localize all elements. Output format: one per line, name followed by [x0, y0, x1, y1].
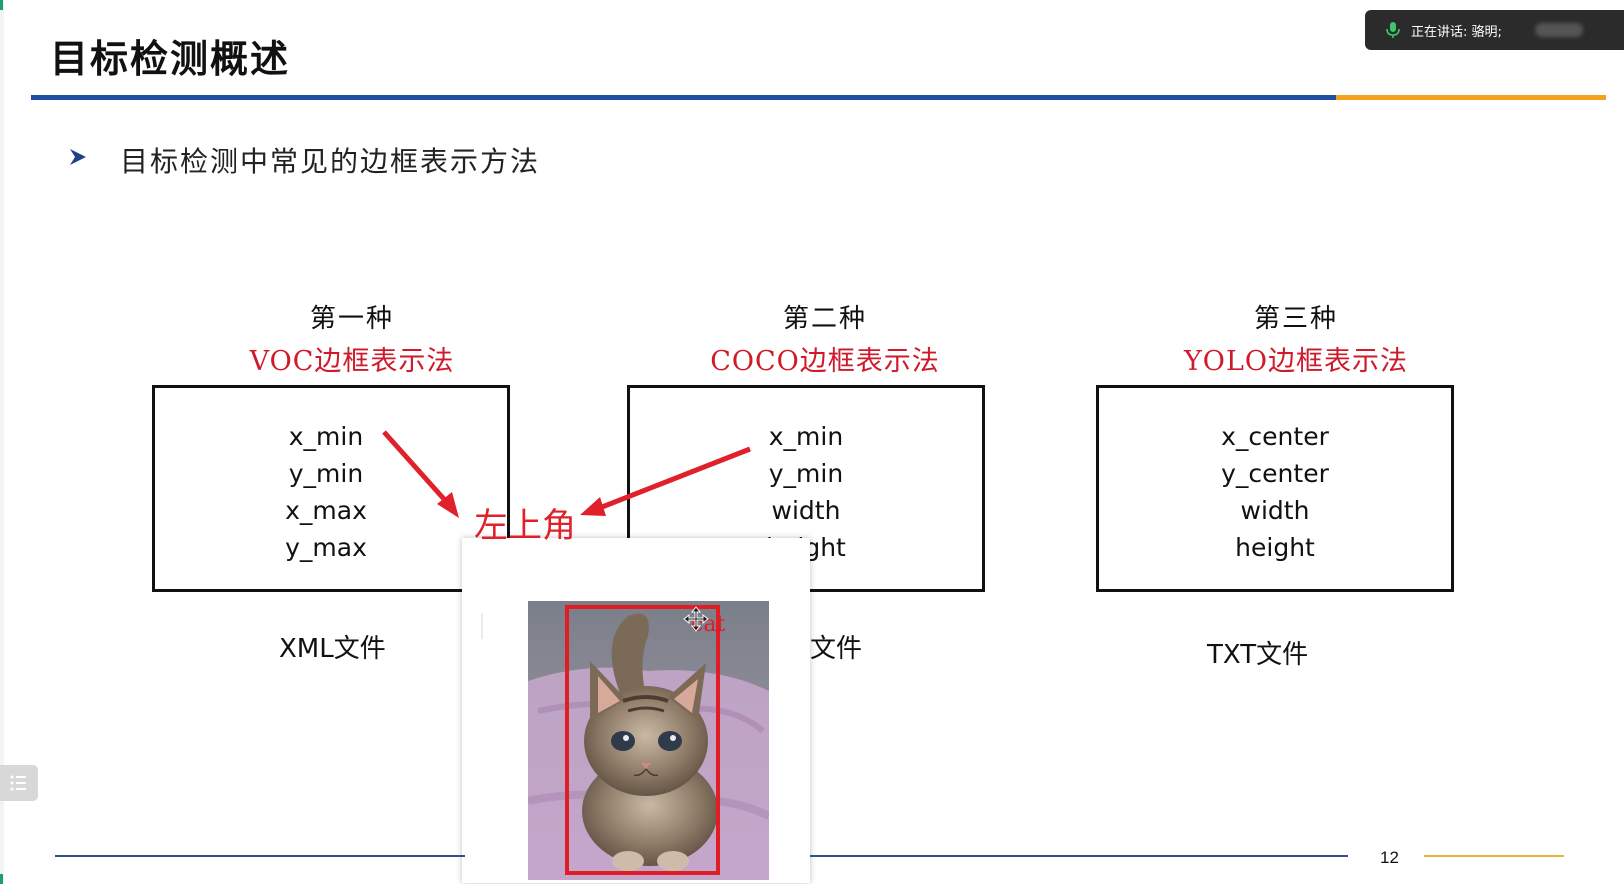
participant-avatars: [1535, 23, 1583, 37]
panel-scroll-tick: [481, 613, 483, 639]
cat-photo: cat: [528, 601, 769, 880]
column-header-voc: 第一种 VOC边框表示法: [172, 298, 532, 378]
microphone-icon: [1386, 22, 1400, 38]
field-name: y_min: [768, 459, 844, 488]
field-name: y_center: [1221, 459, 1329, 488]
footer-rule: [810, 855, 1348, 857]
arrow-head: [580, 497, 606, 516]
outline-list-icon: [10, 775, 26, 791]
footer-rule: [55, 855, 465, 857]
field-name: y_min: [288, 459, 364, 488]
left-edge-marker: [0, 874, 3, 884]
file-type-label: XML文件: [279, 634, 386, 664]
title-rule-blue: [31, 95, 1336, 100]
field-name: height: [1235, 533, 1315, 562]
field-name: x_center: [1221, 422, 1329, 451]
column-kind: 第一种: [309, 304, 394, 334]
move-cursor-icon[interactable]: [683, 606, 709, 632]
column-header-coco: 第二种 COCO边框表示法: [645, 298, 1005, 378]
section-subtitle: 目标检测中常见的边框表示方法: [120, 145, 541, 178]
file-type-label: 文件: [810, 634, 863, 664]
column-method: YOLO边框表示法: [1183, 346, 1409, 377]
title-rule-orange: [1336, 95, 1606, 100]
page-number: 12: [1380, 848, 1399, 867]
speaking-indicator: 正在讲话: 骆明;: [1365, 10, 1624, 50]
arrow-line: [596, 446, 751, 512]
speaking-label: 正在讲话: 骆明;: [1411, 25, 1502, 40]
column-method: COCO边框表示法: [710, 346, 940, 377]
field-name: x_max: [285, 496, 367, 525]
arrowhead-bullet-icon: [70, 149, 86, 165]
column-header-yolo: 第三种 YOLO边框表示法: [1116, 298, 1476, 378]
field-name: x_min: [288, 422, 364, 451]
outline-toggle-button[interactable]: [0, 765, 38, 801]
file-type-label: TXT文件: [1207, 640, 1309, 670]
field-box-voc: x_min y_min x_max y_max: [152, 385, 510, 592]
slide-title: 目标检测概述: [50, 37, 291, 81]
footer-rule-accent: [1424, 855, 1564, 857]
field-name: width: [771, 496, 841, 525]
top-left-corner-annotation: 左上角: [474, 506, 576, 546]
field-box-yolo: x_center y_center width height: [1096, 385, 1454, 592]
arrow-line: [382, 430, 454, 510]
left-edge-marker: [0, 0, 3, 10]
field-list: x_min y_min x_max y_max: [155, 418, 507, 566]
arrow-head: [437, 492, 459, 518]
column-method: VOC边框表示法: [249, 346, 455, 377]
field-name: y_max: [285, 533, 367, 562]
column-kind: 第二种: [782, 304, 867, 334]
field-name: width: [1240, 496, 1310, 525]
field-name: x_min: [768, 422, 844, 451]
column-kind: 第三种: [1253, 304, 1338, 334]
left-edge-strip: [0, 0, 4, 883]
field-list: x_center y_center width height: [1099, 418, 1451, 566]
cat-image: cat: [528, 601, 769, 880]
